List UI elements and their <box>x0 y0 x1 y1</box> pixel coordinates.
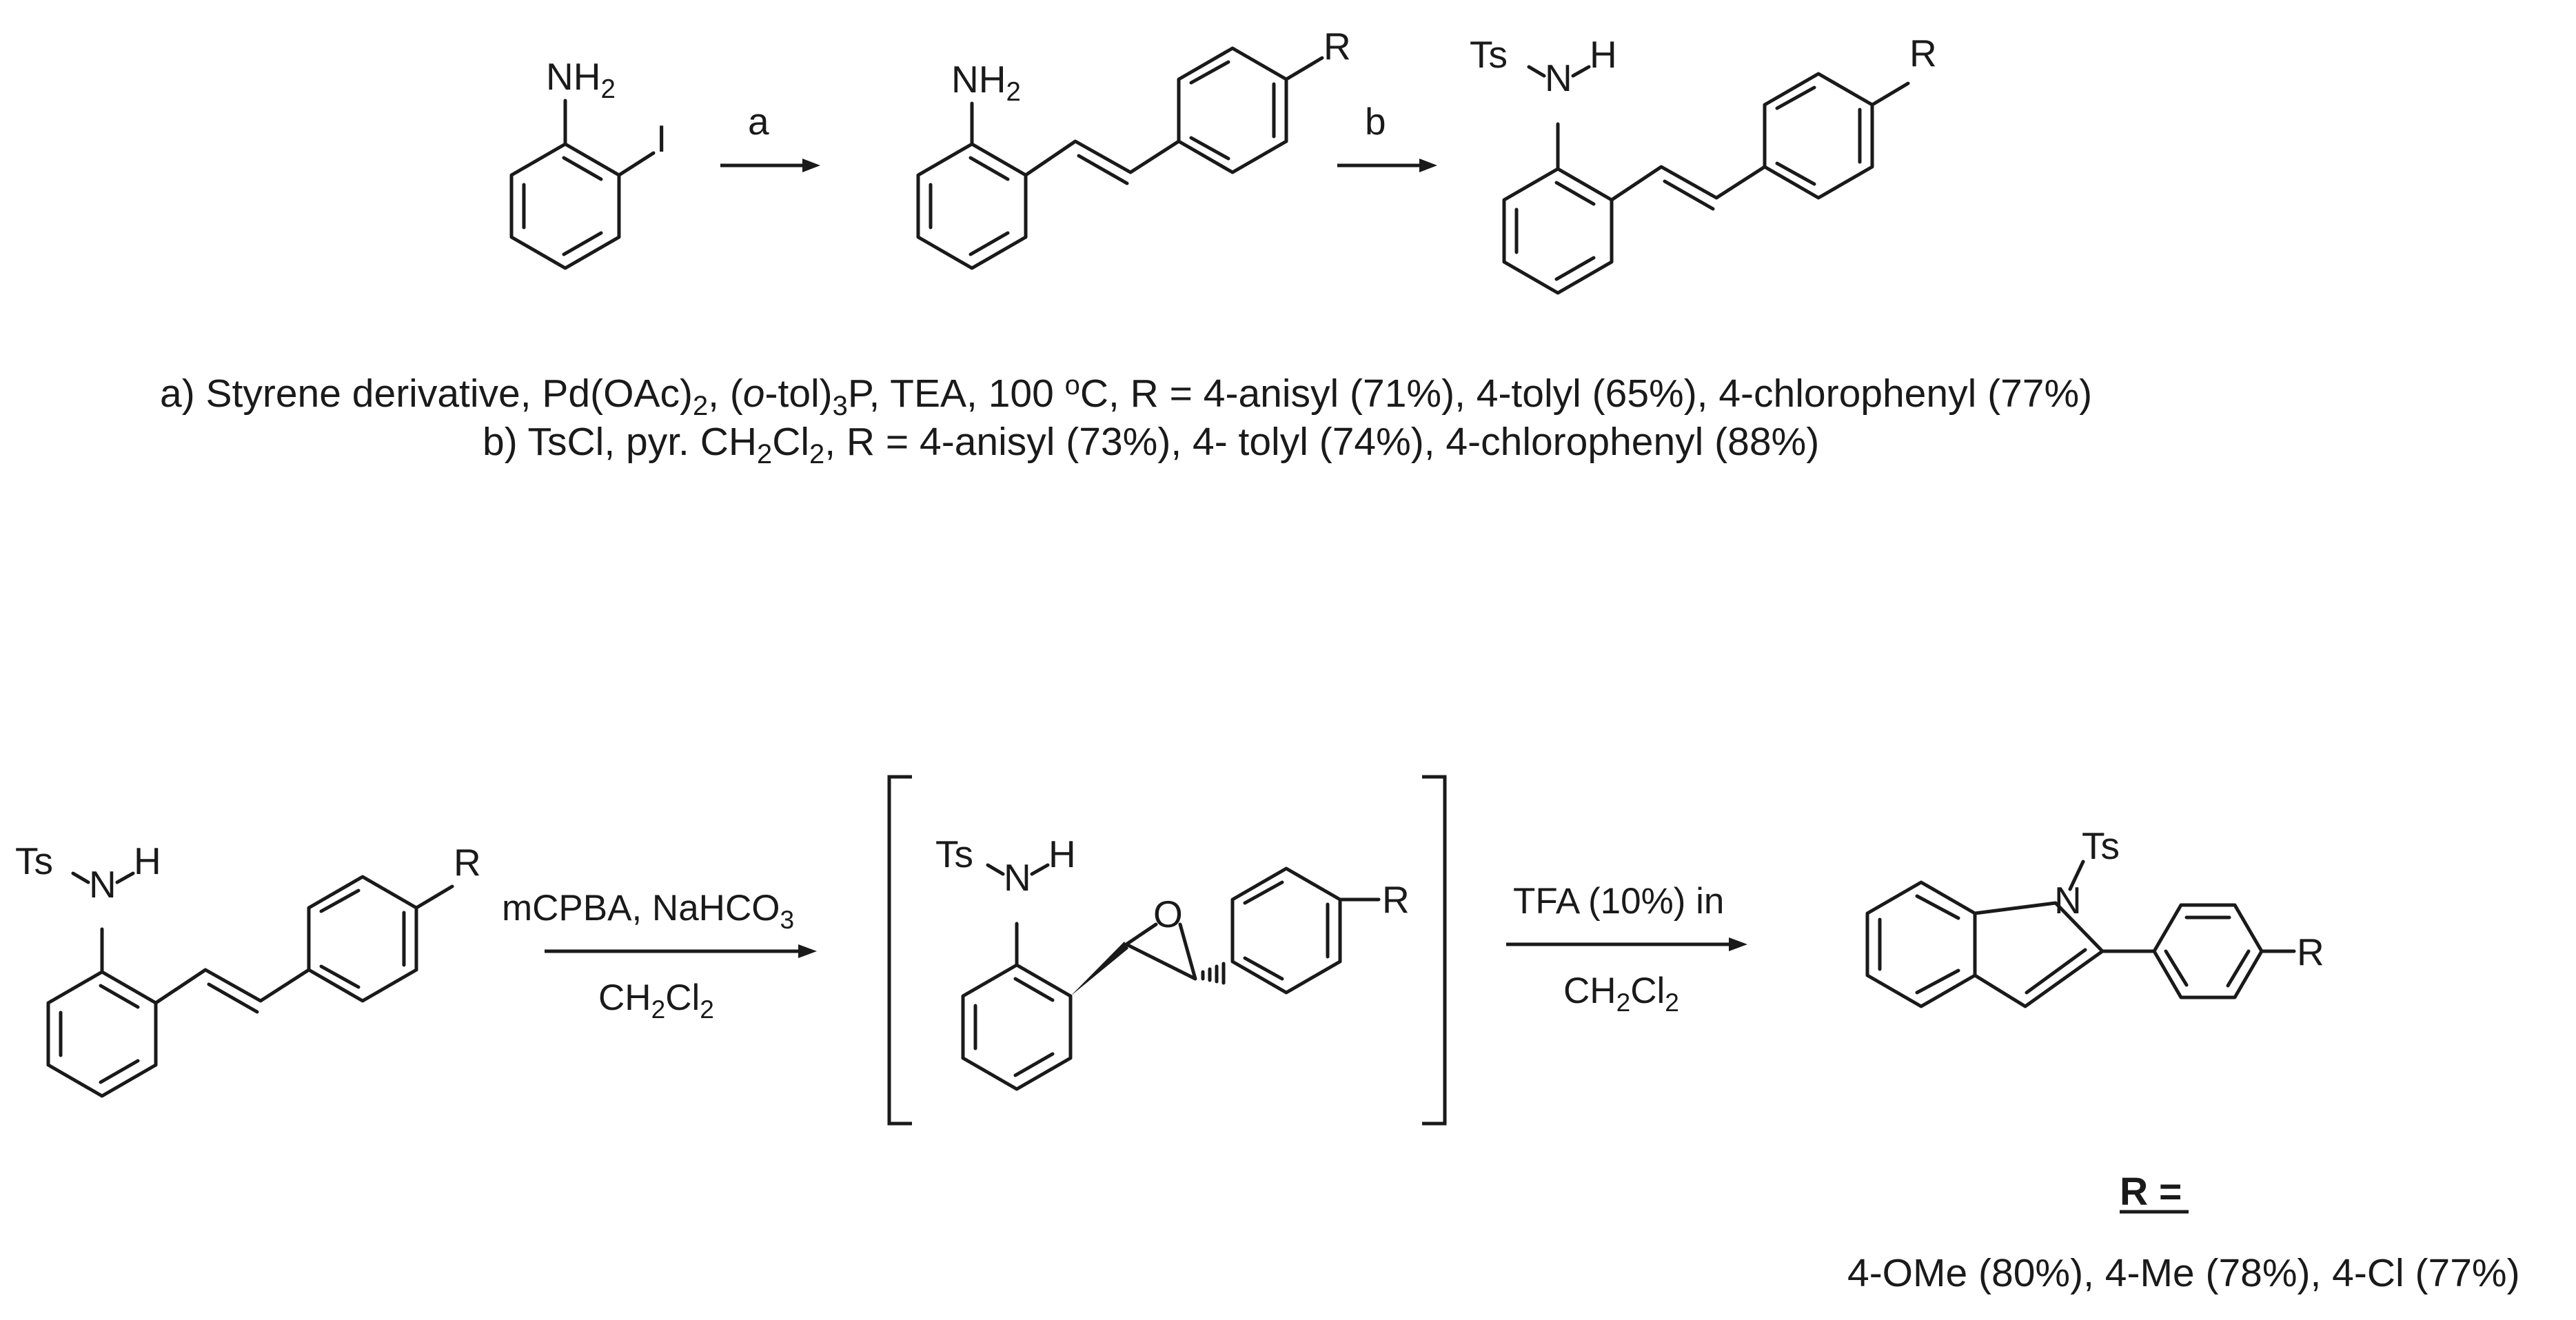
amine-label: NH2 <box>546 55 616 104</box>
nitrogen-label: N <box>1545 57 1572 99</box>
n-tosyl-styrylaniline-structure: Ts N H R <box>1470 32 1937 295</box>
tosyl-label: Ts <box>2082 824 2120 867</box>
r-table-values: 4-OMe (80%), 4-Me (78%), 4-Cl (77%) <box>1847 1251 2520 1295</box>
nitrogen-label: N <box>1004 856 1031 899</box>
right-bracket <box>1422 775 1447 1126</box>
r-substituent-label: R <box>454 841 481 884</box>
cyclization-reagent-label: TFA (10%) in <box>1513 881 1724 922</box>
tosyl-label: Ts <box>935 833 973 875</box>
styrylaniline-structure: NH2 R <box>916 25 1351 270</box>
tosyl-label: Ts <box>15 840 53 882</box>
iodo-label: I <box>656 117 667 160</box>
r-substituent-label: R <box>2297 931 2324 973</box>
sm2-n-tosyl-styrylaniline-structure: Ts N H R <box>15 840 481 1098</box>
step-a-label: a <box>748 100 769 143</box>
nitrogen-label: N <box>2054 879 2082 922</box>
hydrogen-label: H <box>1048 833 1076 875</box>
reaction-conditions: a) Styrene derivative, Pd(OAc)2, (o-tol)… <box>160 370 2092 469</box>
tosyl-label: Ts <box>1470 33 1508 76</box>
conditions-line-b: b) TsCl, pyr. CH2Cl2, R = 4-anisyl (73%)… <box>483 420 1819 469</box>
epoxidation-arrow: mCPBA, NaHCO3 CH2Cl2 <box>502 888 817 1024</box>
hydrogen-label: H <box>1590 33 1617 76</box>
step-a-arrow: a <box>720 100 820 172</box>
2-iodoaniline-structure: NH2 I <box>509 55 667 270</box>
cyclization-arrow: TFA (10%) in CH2Cl2 <box>1506 881 1747 1017</box>
epoxidation-reagent-label: mCPBA, NaHCO3 <box>502 888 794 934</box>
left-bracket <box>887 775 912 1126</box>
nitrogen-label: N <box>89 863 116 906</box>
cyclization-solvent-label: CH2Cl2 <box>1563 971 1679 1017</box>
step-b-label: b <box>1365 100 1386 143</box>
indole-product-structure: Ts N R <box>1865 824 2324 1008</box>
oxygen-label: O <box>1153 893 1183 935</box>
r-substituent-label: R <box>1324 25 1351 68</box>
r-substituent-label: R <box>1909 32 1937 74</box>
epoxidation-solvent-label: CH2Cl2 <box>598 977 714 1024</box>
epoxide-intermediate-structure: Ts N H O R <box>935 833 1410 1091</box>
conditions-line-a: a) Styrene derivative, Pd(OAc)2, (o-tol)… <box>160 370 2092 421</box>
hydrogen-label: H <box>134 840 161 882</box>
r-substituent-label: R <box>1382 878 1410 921</box>
amine-label: NH2 <box>951 58 1021 107</box>
r-table-heading: R = <box>2120 1170 2182 1214</box>
r-substituent-table: R = 4-OMe (80%), 4-Me (78%), 4-Cl (77%) <box>1847 1170 2520 1295</box>
step-b-arrow: b <box>1337 100 1437 172</box>
